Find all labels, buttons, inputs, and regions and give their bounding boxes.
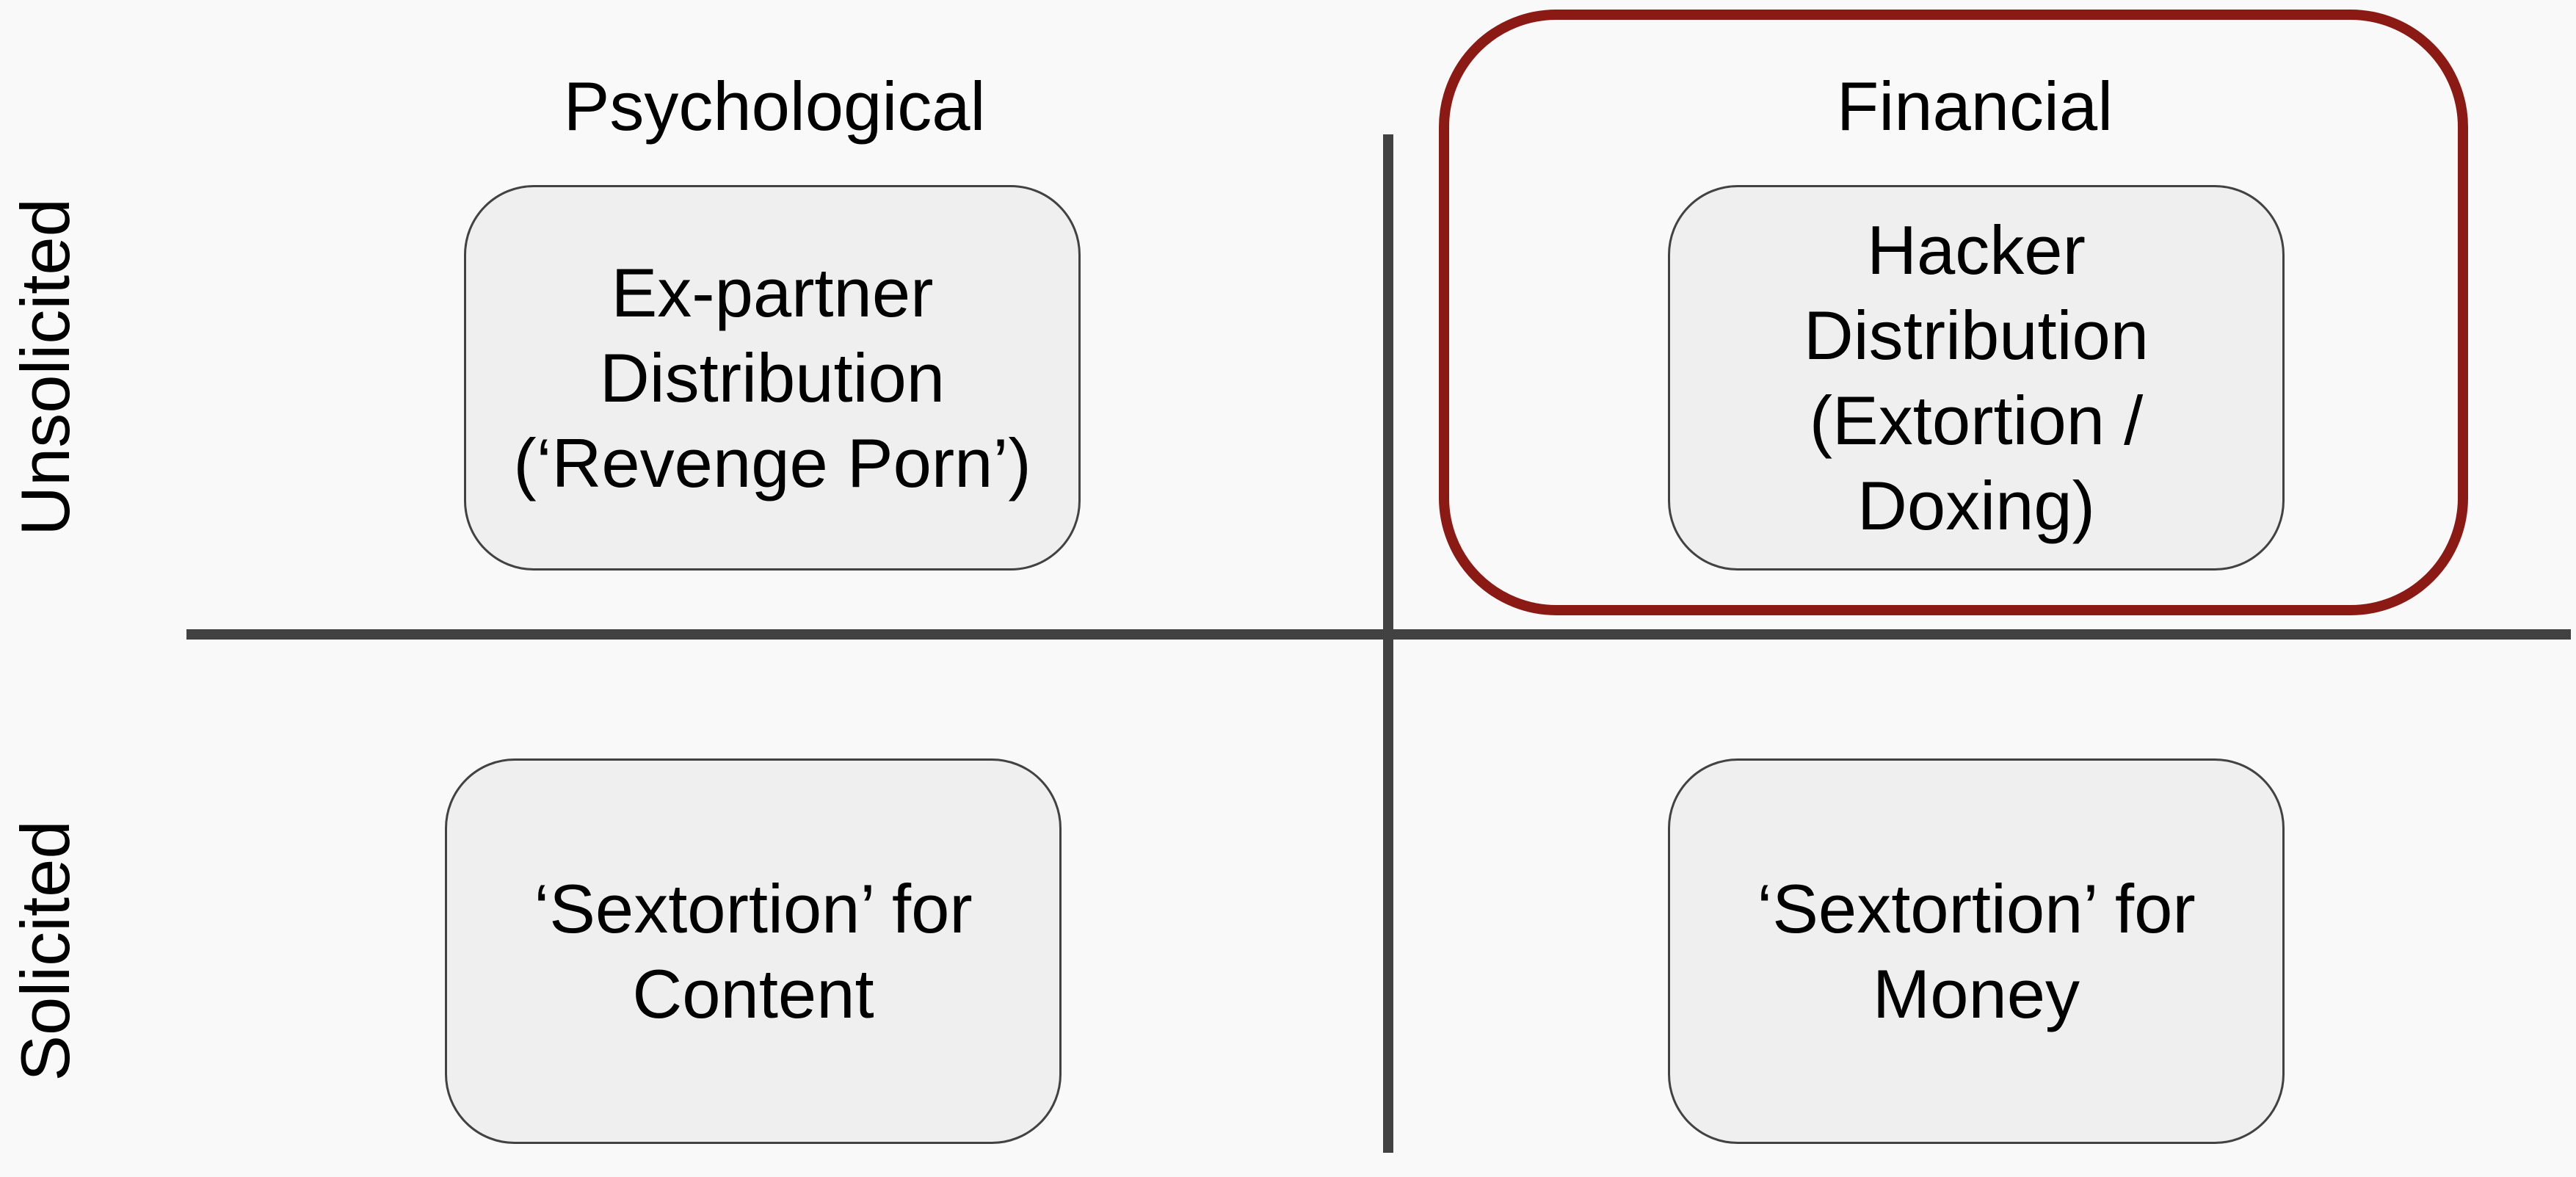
cell-sextortion-content: ‘Sextortion’ for Content xyxy=(445,758,1062,1144)
column-header-psychological: Psychological xyxy=(563,68,986,145)
row-label-solicited: Solicited xyxy=(7,820,84,1082)
horizontal-axis xyxy=(186,629,2571,640)
cell-text: Ex-partner Distribution (‘Revenge Porn’) xyxy=(513,253,1031,501)
column-header-financial: Financial xyxy=(1836,68,2114,145)
cell-text: ‘Sextortion’ for Content xyxy=(534,869,973,1032)
cell-text: Hacker Distribution (Extortion / Doxing) xyxy=(1803,211,2149,544)
cell-ex-partner-distribution: Ex-partner Distribution (‘Revenge Porn’) xyxy=(464,185,1081,571)
cell-hacker-distribution: Hacker Distribution (Extortion / Doxing) xyxy=(1668,185,2285,571)
row-label-unsolicited: Unsolicited xyxy=(7,198,84,536)
cell-sextortion-money: ‘Sextortion’ for Money xyxy=(1668,758,2285,1144)
cell-text: ‘Sextortion’ for Money xyxy=(1757,869,2196,1032)
financial-unsolicited-highlight xyxy=(1439,10,2468,615)
vertical-axis xyxy=(1383,134,1393,1153)
